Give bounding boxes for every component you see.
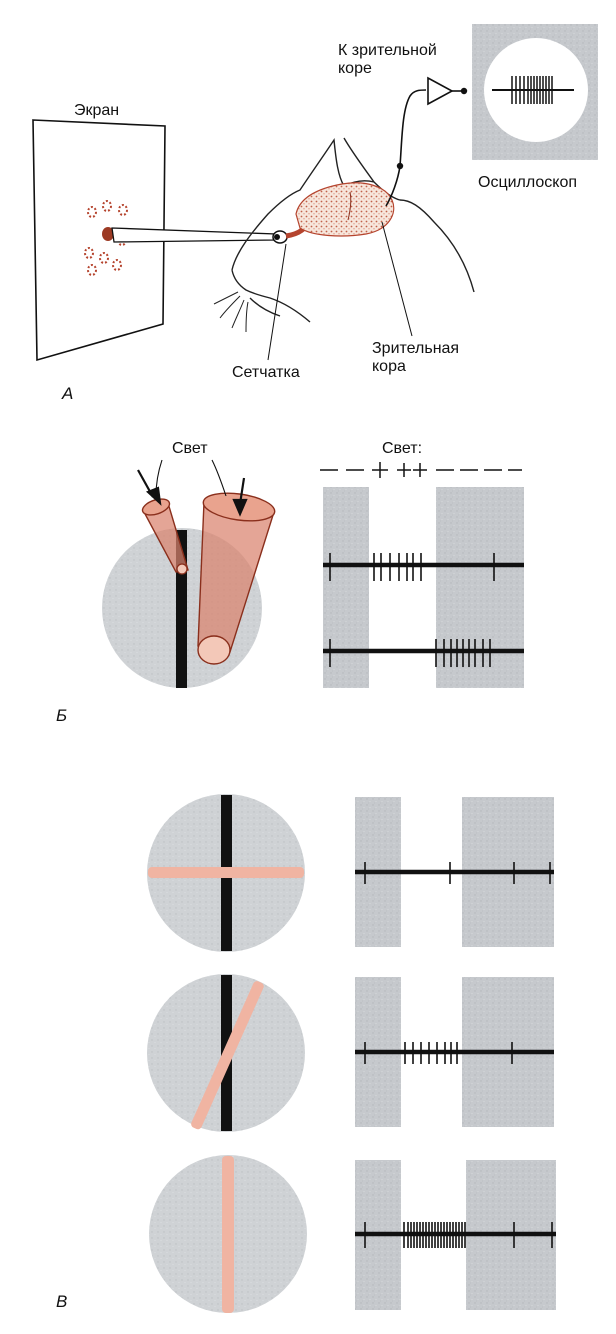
screen-label: Экран [74, 102, 120, 119]
light-label: Свет [172, 440, 208, 457]
light-arrows [137, 469, 248, 517]
brain [295, 182, 395, 237]
panel-c [147, 794, 556, 1313]
retina-label: Сетчатка [232, 364, 300, 381]
to-cortex-label-line1: К зрительной [338, 42, 437, 59]
light-spot [102, 227, 114, 241]
panel-a [32, 24, 598, 362]
cat-pupil [274, 234, 280, 240]
oscilloscope [472, 24, 598, 160]
light-header-label: Свет: [382, 440, 423, 457]
light-code-row [320, 462, 522, 478]
visual-cortex-label-line1: Зрительная [372, 340, 460, 357]
cortex-leader [381, 221, 413, 337]
whiskers [213, 291, 249, 333]
amplifier-icon [427, 76, 454, 106]
visual-cortex-label-line2: кора [372, 358, 406, 375]
panel-b [102, 459, 524, 688]
stimulus-bar-oblique [191, 981, 264, 1130]
cat-outline [231, 137, 475, 323]
stimulus-bar-vertical [222, 1156, 234, 1313]
electrode-wire [385, 89, 427, 207]
retina-leader [267, 243, 287, 361]
panel-letter-a: А [62, 384, 74, 403]
stimulus-bar-horizontal [148, 867, 304, 878]
panel-letter-c: В [56, 1292, 68, 1311]
to-cortex-label-line2: коре [338, 60, 372, 77]
light-cone-small [141, 498, 189, 575]
vertical-bar-b [176, 530, 187, 688]
panel-letter-b: Б [56, 706, 68, 725]
screen [32, 119, 166, 362]
oscilloscope-label: Осциллоскоп [478, 174, 578, 191]
